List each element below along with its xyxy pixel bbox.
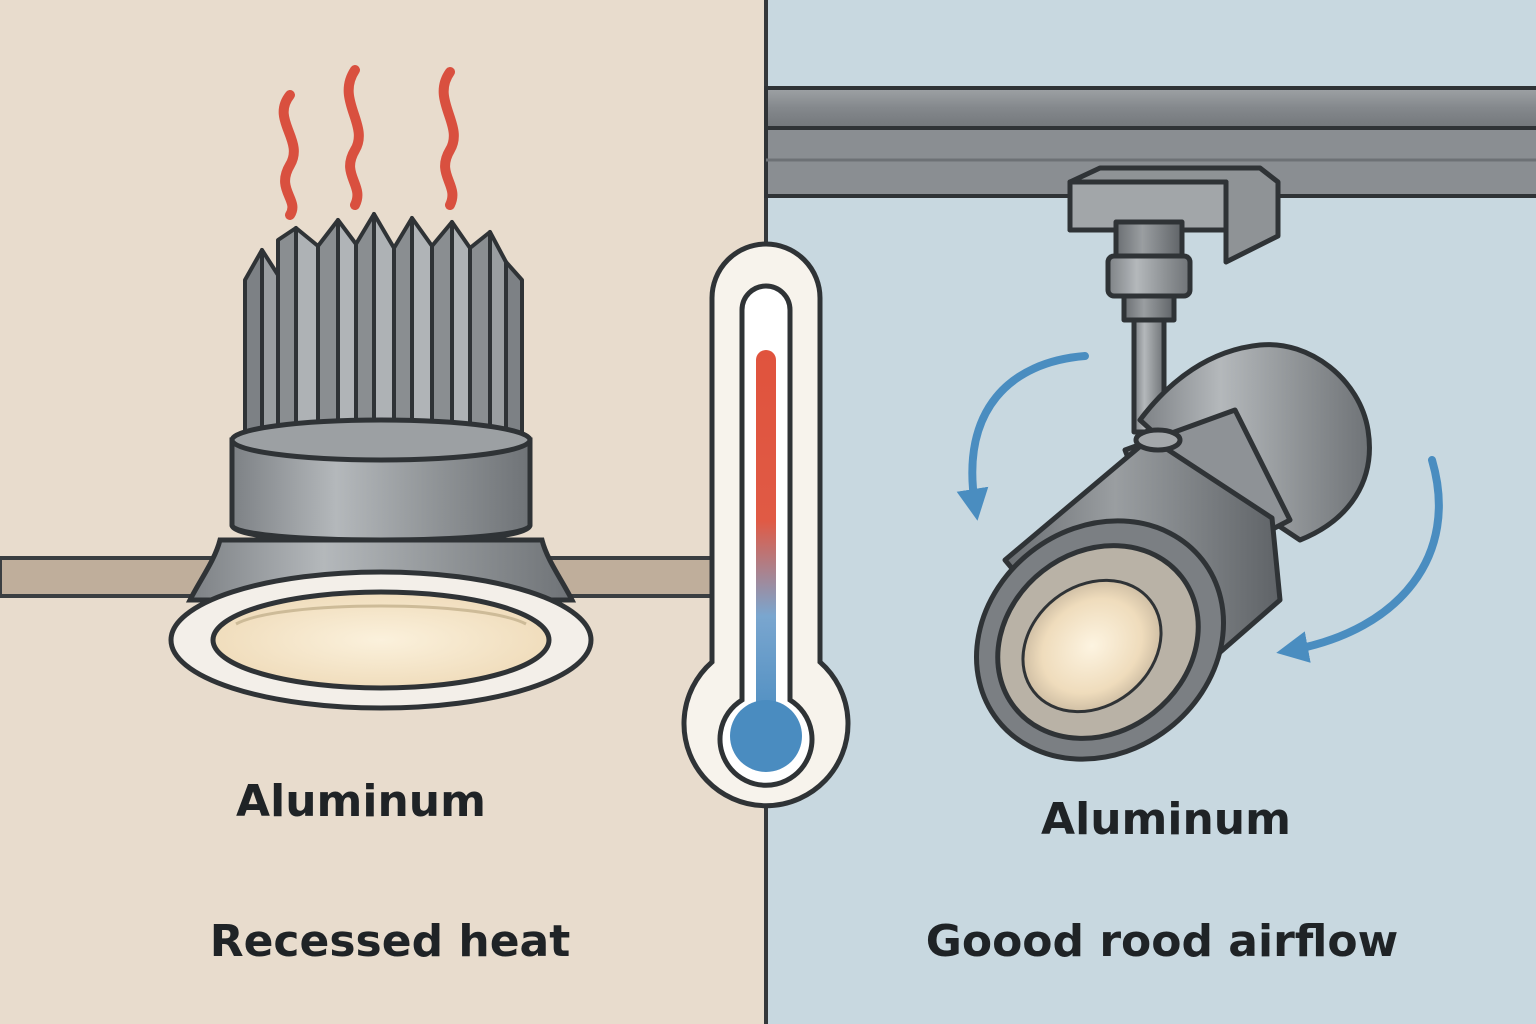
- left-caption: Recessed heat: [209, 916, 571, 967]
- track-adapter: [1067, 165, 1281, 435]
- heatsink-fins: [243, 212, 524, 442]
- left-material-label: Aluminum: [236, 776, 486, 827]
- lens: [210, 589, 552, 691]
- right-caption: Goood rood airflow: [925, 916, 1399, 967]
- curved-arrow-icon: [956, 352, 1089, 521]
- curved-arrow-icon: [1276, 456, 1443, 663]
- spotlight-fixture: [974, 342, 1372, 762]
- heat-waves-icon: [278, 65, 459, 220]
- spotlight-lens: [1021, 578, 1163, 714]
- thermometer-column: [756, 350, 776, 730]
- thermometer-icon: [681, 241, 851, 809]
- right-material-label: Aluminum: [1041, 794, 1291, 845]
- thermometer-bulb: [730, 700, 802, 772]
- airflow-arrows: [956, 352, 1443, 663]
- track-rail: [764, 86, 1536, 198]
